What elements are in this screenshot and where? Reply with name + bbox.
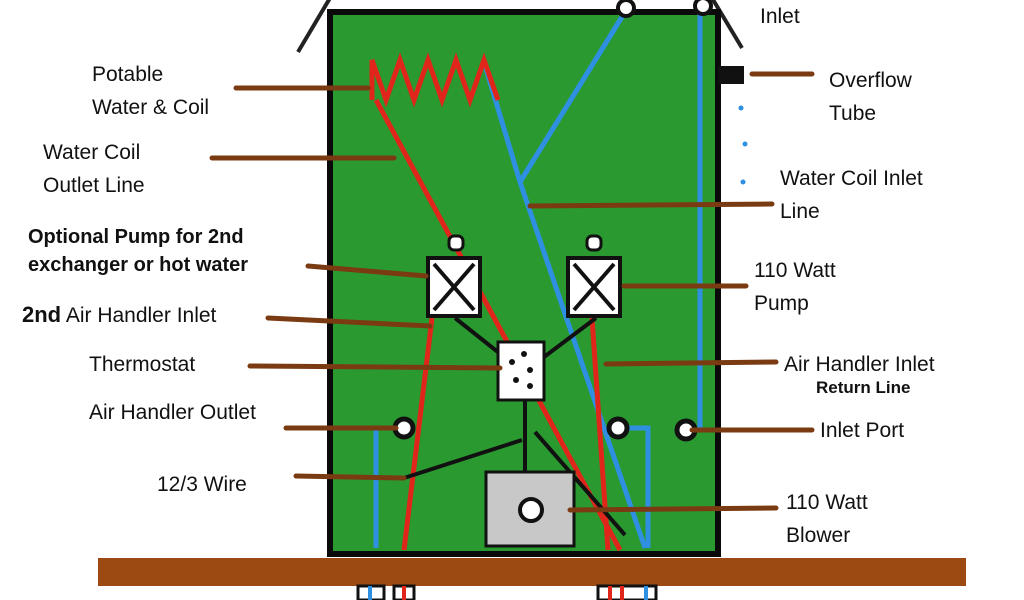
optional-pump — [426, 234, 482, 318]
label-rest: Air Handler Inlet — [65, 304, 217, 327]
base-platform — [98, 558, 966, 586]
label-water-coil-inlet-line: Water Coil Inlet Line — [780, 162, 923, 228]
label-line: Potable — [92, 63, 164, 86]
pump-wire-right — [538, 316, 598, 362]
2nd-air-handler-line — [401, 317, 435, 551]
label-overflow-tube: Overflow Tube — [829, 64, 912, 130]
label-inlet-port: Inlet Port — [820, 419, 905, 442]
leader-2nd-inlet — [265, 315, 433, 329]
potable-coil — [369, 52, 501, 108]
label-water-coil-outlet-line: Water Coil Outlet Line — [43, 136, 145, 202]
label-line: exchanger or hot water — [28, 254, 249, 276]
label-line: Optional Pump for 2nd — [28, 226, 244, 248]
top-inlet-port — [616, 0, 636, 18]
label-line: Outlet Line — [43, 174, 145, 197]
label-potable-water-coil: Potable Water & Coil — [92, 58, 209, 124]
label-line: Pump — [754, 292, 809, 315]
label-wire: 12/3 Wire — [157, 473, 247, 496]
label-inlet: Inlet — [760, 5, 800, 28]
top-inlet-port-2 — [693, 0, 713, 16]
blower-wire — [533, 430, 627, 537]
coil-outlet-line — [373, 98, 623, 552]
label-optional-pump: Optional Pump for 2nd exchanger or hot w… — [28, 223, 248, 279]
label-air-handler-outlet: Air Handler Outlet — [89, 401, 256, 424]
label-line: Water Coil Inlet — [780, 167, 923, 190]
leader-blower — [567, 505, 779, 513]
pump-110 — [566, 234, 622, 318]
drip — [740, 179, 746, 185]
label-line: 110 Watt — [754, 259, 836, 282]
label-line: Water & Coil — [92, 96, 210, 119]
leader-coil-inlet — [527, 201, 775, 209]
label-blower-110: 110 Watt Blower — [786, 486, 868, 552]
label-subline: Return Line — [816, 378, 911, 397]
drip — [738, 105, 744, 111]
wire-12-3 — [403, 438, 523, 480]
label-line: Water Coil — [43, 141, 141, 164]
label-pump-110: 110 Watt Pump — [754, 254, 836, 320]
thermostat-box — [496, 340, 546, 402]
overflow-tube — [718, 66, 744, 84]
leader-optional-pump — [305, 263, 429, 279]
leader-thermostat — [247, 363, 503, 371]
leader-wire — [293, 473, 407, 481]
blower-110 — [484, 470, 576, 548]
label-line: Overflow — [829, 69, 912, 92]
label-air-handler-inlet-return: Air Handler Inlet Return Line — [784, 348, 935, 397]
label-prefix: 2nd — [22, 302, 62, 327]
label-line: 110 Watt — [786, 491, 868, 514]
roof-right — [710, 0, 744, 50]
pipe-ends — [356, 584, 658, 600]
label-2nd-air-handler-inlet: 2nd Air Handler Inlet — [22, 298, 216, 332]
label-line: Line — [780, 200, 820, 223]
drip — [742, 141, 748, 147]
leader-lines — [209, 71, 815, 513]
label-line: Air Handler Inlet — [784, 353, 935, 376]
label-line: Blower — [786, 524, 851, 547]
water-coil-inlet-line — [481, 61, 648, 549]
inlet-line — [517, 10, 628, 184]
label-thermostat: Thermostat — [89, 353, 196, 376]
roof-left — [296, 0, 332, 54]
leader-return — [603, 359, 779, 367]
label-line: Tube — [829, 102, 877, 125]
return-port — [606, 416, 630, 440]
